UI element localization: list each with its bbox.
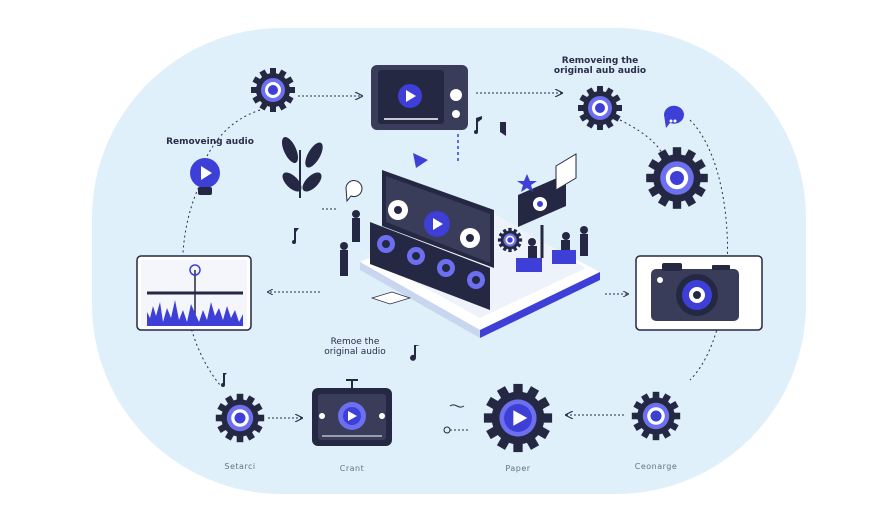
speech-bubble-icon (345, 180, 363, 203)
connector-mark (443, 404, 470, 434)
speech-bubble-icon (663, 105, 684, 128)
caption-bottom-center-right: Paper (505, 464, 531, 473)
film-editor-icon (312, 379, 392, 446)
lightbulb-icon (190, 158, 220, 195)
label-removing-audio-top-right: Removeing the original aub audio (553, 56, 647, 76)
audio-waveform-icon (136, 255, 252, 331)
cycle-path (182, 109, 728, 386)
play-icon (413, 153, 428, 168)
camera-icon (635, 255, 763, 331)
central-editing-scene (340, 153, 600, 338)
leaf-icon (281, 137, 323, 198)
caption-bottom-left: Setarci (224, 462, 256, 471)
label-removing-audio-left: Removeing audio (166, 137, 254, 147)
video-player-icon (371, 65, 468, 130)
music-note-icon (221, 116, 506, 387)
gear-icon (483, 383, 553, 453)
star-icon (517, 174, 537, 192)
caption-bottom-right: Ceonarge (634, 462, 678, 471)
cycle-path-right (619, 119, 666, 166)
caption-bottom-center-left: Crant (339, 464, 365, 473)
label-remove-center: Remoe the original audio (324, 337, 386, 357)
